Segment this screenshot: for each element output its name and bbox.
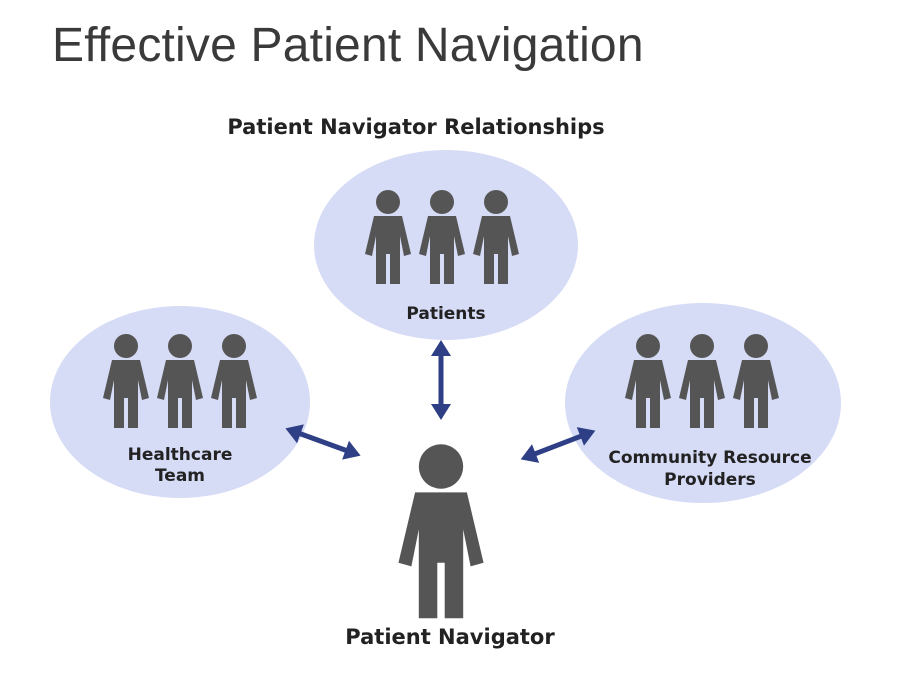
page-title: Effective Patient Navigation (52, 19, 644, 72)
community-resource-label-line2: Providers (664, 470, 756, 490)
healthcare-team-label-line1: Healthcare (128, 445, 233, 465)
patient-navigator-icon (398, 444, 484, 619)
patient-navigator-label: Patient Navigator (345, 625, 555, 649)
patients-label: Patients (406, 304, 485, 324)
healthcare-team-bubble (50, 306, 310, 498)
double-headed-arrow-icon (431, 340, 451, 420)
community-resource-bubble (565, 303, 841, 503)
healthcare-team-label-line2: Team (155, 466, 205, 486)
community-resource-label-line1: Community Resource (608, 448, 811, 468)
diagram-heading: Patient Navigator Relationships (227, 115, 604, 139)
